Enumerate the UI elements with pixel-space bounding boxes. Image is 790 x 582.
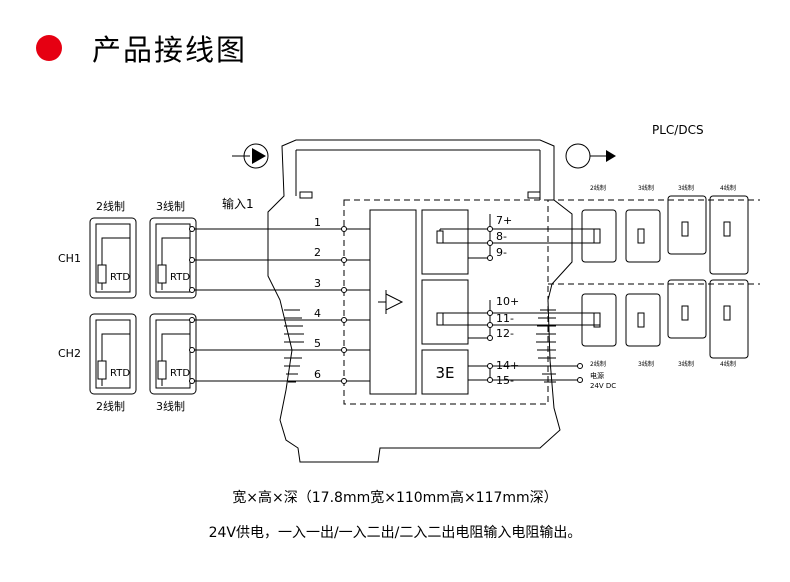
output-block-2 <box>421 279 469 345</box>
terminal-1: 1 <box>314 216 321 229</box>
terminal-2: 2 <box>314 246 321 259</box>
ch1-2wire-sensor <box>89 217 137 299</box>
terminal-8: 8- <box>496 230 507 243</box>
rtd-label: RTD <box>110 368 130 379</box>
module-housing <box>267 139 573 463</box>
terminal-4: 4 <box>314 307 321 320</box>
output-arrow-icon <box>565 143 591 169</box>
out-3wire-label: 3线制 <box>638 360 654 368</box>
terminal-15: 15- <box>496 374 514 387</box>
terminal-7: 7+ <box>496 214 512 227</box>
out-4wire-label: 4线制 <box>720 360 736 368</box>
ch1-2wire-label: 2线制 <box>96 199 125 213</box>
description-caption: 24V供电，一入一出/一入二出/二入二出电阻输入电阻输出。 <box>208 525 582 541</box>
ch1-label: CH1 <box>58 252 81 265</box>
plc-label: PLC/DCS <box>652 123 704 137</box>
out-3wire-label: 3线制 <box>678 360 694 368</box>
terminal-12: 12- <box>496 327 514 340</box>
ch1-3wire-sensor <box>149 217 197 299</box>
terminal-9: 9- <box>496 246 507 259</box>
rtd-label: RTD <box>170 272 190 283</box>
ch2-label: CH2 <box>58 347 81 360</box>
power-spec: 24V DC <box>590 382 616 390</box>
ch2-2wire-sensor <box>89 313 137 395</box>
terminal-5: 5 <box>314 337 321 350</box>
input-processor-block <box>369 209 417 395</box>
input-label: 输入1 <box>222 196 254 211</box>
ch2-3wire-label: 3线制 <box>156 399 185 413</box>
title-row: 产品接线图 <box>36 28 247 68</box>
out-4wire-label: 4线制 <box>720 184 736 192</box>
terminal-6: 6 <box>314 368 321 381</box>
ch2-3wire-sensor <box>149 313 197 395</box>
terminal-3: 3 <box>314 277 321 290</box>
out-3wire-label: 3线制 <box>678 184 694 192</box>
terminal-11: 11- <box>496 312 514 325</box>
inner-boundary <box>343 199 549 405</box>
isolator-block <box>421 349 469 395</box>
output-block-1 <box>421 209 469 275</box>
terminal-10: 10+ <box>496 295 519 308</box>
out-3wire-label: 3线制 <box>638 184 654 192</box>
ch1-3wire-label: 3线制 <box>156 199 185 213</box>
terminal-14: 14+ <box>496 359 519 372</box>
ch2-2wire-label: 2线制 <box>96 399 125 413</box>
isolator-symbol: 3E <box>435 364 454 382</box>
dimensions-caption: 宽×高×深（17.8mm宽×110mm高×117mm深） <box>232 490 558 506</box>
page-title: 产品接线图 <box>92 33 248 67</box>
out-2wire-label: 2线制 <box>590 360 606 368</box>
out-2wire-label: 2线制 <box>590 184 606 192</box>
power-label: 电源 <box>590 371 604 380</box>
rtd-label: RTD <box>110 272 130 283</box>
red-bullet-icon <box>36 35 62 61</box>
rtd-label: RTD <box>170 368 190 379</box>
